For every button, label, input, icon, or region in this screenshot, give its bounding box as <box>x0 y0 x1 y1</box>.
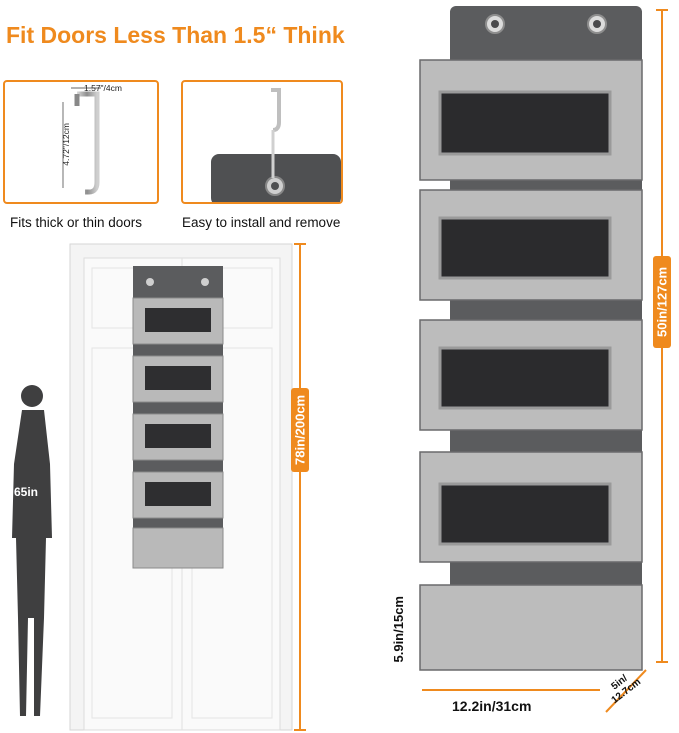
headline: Fit Doors Less Than 1.5“ Think <box>6 22 345 48</box>
organizer-width-label: 12.2in/31cm <box>452 698 532 714</box>
over-door-hook-illustration <box>62 87 101 195</box>
install-caption: Easy to install and remove <box>182 215 341 230</box>
person-height-label: 65in <box>14 485 39 499</box>
door-scene <box>12 243 306 731</box>
hanging-organizer <box>419 6 668 713</box>
pocket-height-label: 5.9in/15cm <box>391 596 406 663</box>
door-height-tag: 78in/200cm <box>291 388 309 472</box>
hook-width-label: 1.57"/4cm <box>84 83 122 93</box>
hook-detail-panel <box>3 80 159 204</box>
organizer-height-tag: 50in/127cm <box>653 256 671 348</box>
install-illustration <box>211 88 341 206</box>
person-silhouette <box>12 385 52 716</box>
hook-caption: Fits thick or thin doors <box>10 215 143 230</box>
install-detail-panel <box>181 80 343 206</box>
hook-height-label: 4.72"/12cm <box>61 123 71 166</box>
